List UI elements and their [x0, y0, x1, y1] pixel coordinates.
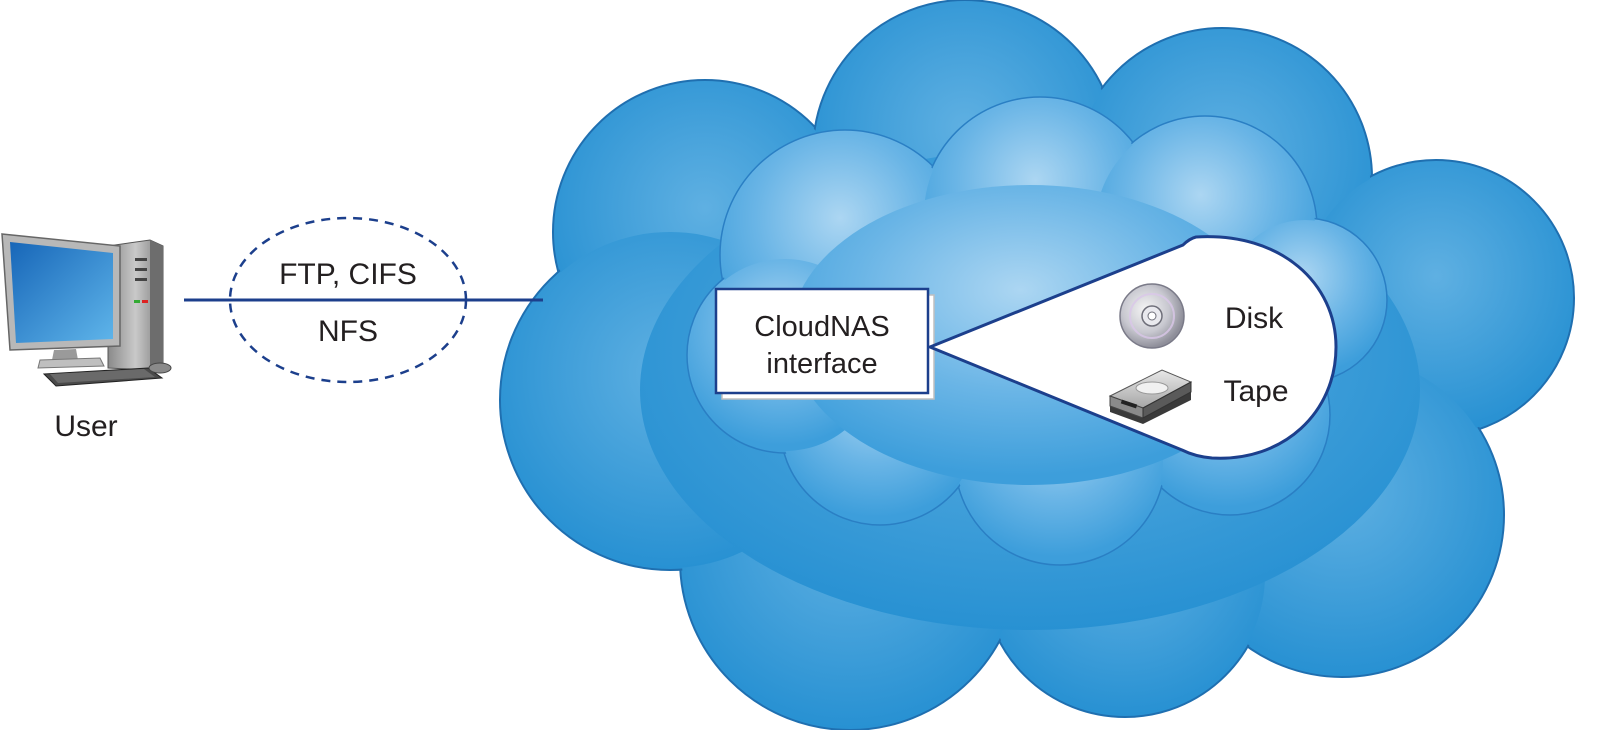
interface-box [714, 287, 930, 395]
tape-drive-icon [1108, 369, 1193, 424]
protocol-ellipse [228, 216, 468, 384]
computer-icon [1, 233, 172, 387]
interface-label-bottom: interface [766, 348, 877, 380]
tape-label: Tape [1223, 375, 1288, 408]
interface-label-top: CloudNAS [754, 311, 889, 343]
disk-icon [1119, 283, 1185, 349]
user-label: User [54, 410, 117, 443]
protocol-label-top: FTP, CIFS [279, 258, 417, 291]
storage-callout [928, 235, 1338, 460]
protocol-label-bottom: NFS [318, 315, 378, 348]
disk-label: Disk [1225, 302, 1284, 335]
